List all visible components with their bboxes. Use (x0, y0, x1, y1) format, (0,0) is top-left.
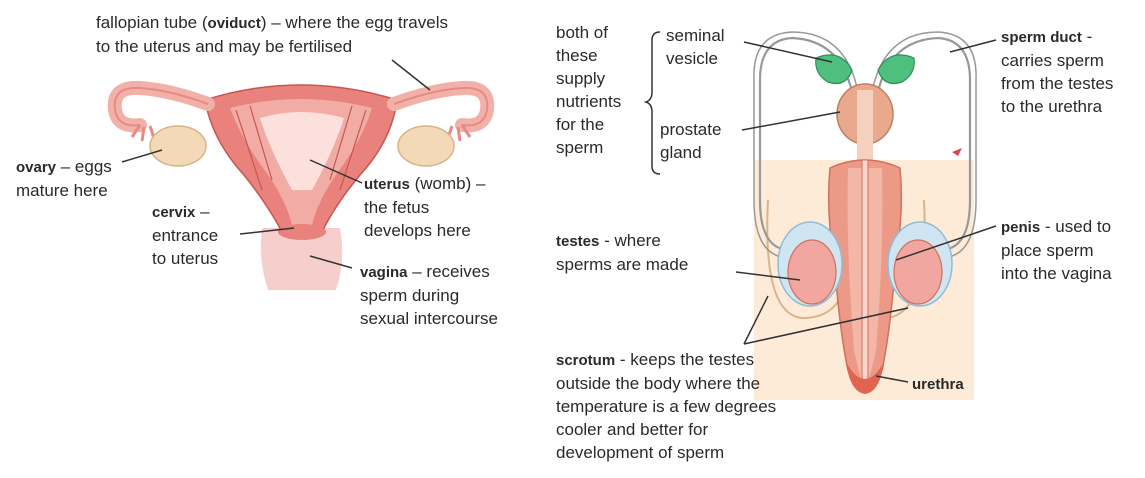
vagina-label: vagina – receives sperm during sexual in… (360, 260, 498, 330)
nutrients-bracket (646, 32, 660, 174)
ovary-label: ovary – eggs mature here (16, 155, 112, 202)
nutrients-label: both of these supply nutrients for the s… (556, 21, 621, 159)
cervix-label: cervix – entrance to uterus (152, 200, 218, 270)
urethra-label: urethra (912, 372, 964, 396)
right-seminal-vesicle (878, 55, 914, 84)
right-ovary (398, 126, 454, 166)
penis-label: penis - used to place sperm into the vag… (1001, 215, 1112, 285)
sperm-duct-label: sperm duct - carries sperm from the test… (1001, 25, 1113, 118)
testes-label: testes - where sperms are made (556, 229, 688, 276)
left-testis (788, 240, 836, 304)
left-fallopian-tube (115, 88, 208, 126)
scrotum-label: scrotum - keeps the testes outside the b… (556, 348, 776, 464)
urethra-shape (862, 160, 868, 388)
right-testis (894, 240, 942, 304)
right-fallopian-tube (394, 88, 487, 126)
male-reproductive-system (646, 32, 996, 400)
uterus-label: uterus (womb) – the fetus develops here (364, 172, 485, 242)
left-ovary (150, 126, 206, 166)
seminal-vesicle-label: seminal vesicle (666, 24, 725, 70)
prostate-gland-label: prostate gland (660, 118, 721, 164)
cervix-shape (278, 224, 326, 240)
oviduct-label: fallopian tube (oviduct) – where the egg… (96, 11, 448, 58)
